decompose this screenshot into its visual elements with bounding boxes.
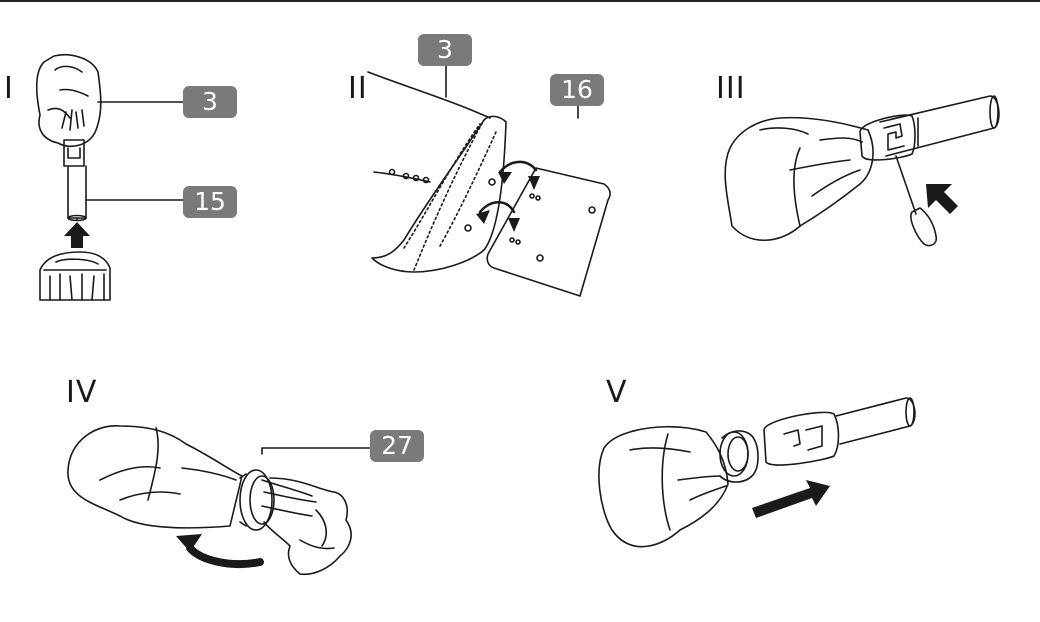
step4-illustration: [67, 425, 371, 576]
part-label-bag-step2: 3: [418, 34, 472, 66]
step2-illustration: [367, 65, 611, 297]
step3-illustration: [724, 95, 1000, 247]
step1-illustration: [35, 54, 184, 301]
step5-numeral: V: [606, 375, 628, 410]
step5-illustration: [598, 397, 916, 548]
step4-numeral: IV: [66, 375, 98, 410]
step1-numeral: I: [4, 71, 14, 106]
part-label-bag-step1: 3: [183, 86, 237, 118]
step3-numeral: III: [716, 71, 746, 106]
part-label-ring-step4: 27: [370, 430, 424, 462]
part-label-tube-step1: 15: [183, 186, 237, 218]
top-rule: [0, 0, 1040, 2]
part-label-plate-step2: 16: [550, 74, 604, 106]
step2-numeral: II: [348, 71, 368, 106]
